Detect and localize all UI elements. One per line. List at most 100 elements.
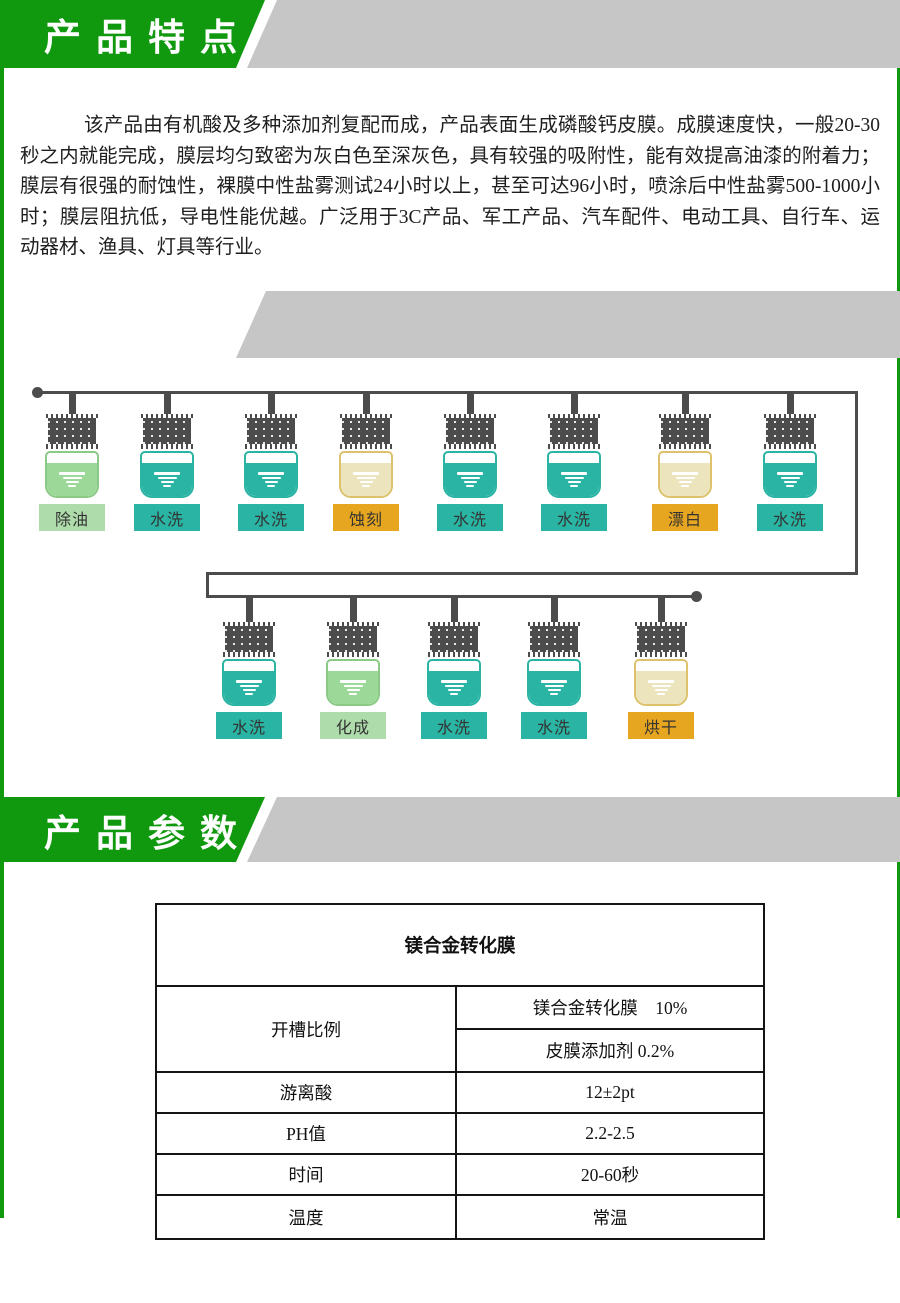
basket-fringe: [428, 652, 480, 657]
tank: [443, 451, 497, 498]
hanger-bar: [450, 595, 458, 622]
station-rinse: 水洗: [430, 391, 510, 531]
tank: [658, 451, 712, 498]
section-title-features: 产品特点: [44, 17, 252, 58]
mesh-basket-icon: [342, 418, 390, 444]
tank-liquid: [47, 463, 97, 496]
hanger-bar: [245, 595, 253, 622]
basket-fringe: [444, 444, 496, 449]
spec-label-free-acid: 游离酸: [155, 1071, 457, 1114]
station-bleach: 漂白: [645, 391, 725, 531]
process-row-2: 水洗 化成 水洗 水洗 烘干: [0, 595, 900, 743]
tank: [339, 451, 393, 498]
station-etch: 蚀刻: [326, 391, 406, 531]
station-rinse: 水洗: [414, 595, 494, 739]
tank-liquid: [765, 463, 815, 496]
mesh-basket-icon: [247, 418, 295, 444]
tank-liquid: [549, 463, 599, 496]
tank-label: 蚀刻: [333, 504, 399, 531]
basket-fringe: [141, 414, 193, 418]
banner-product-features: 产品特点: [0, 0, 900, 68]
station-rinse: 水洗: [534, 391, 614, 531]
tank: [527, 659, 581, 706]
right-accent-stripe: [897, 0, 900, 1218]
tank-label: 水洗: [521, 712, 587, 739]
flow-down-connector-right: [855, 391, 858, 575]
basket-fringe: [764, 444, 816, 449]
spec-label-ph: PH值: [155, 1112, 457, 1155]
tank-label: 除油: [39, 504, 105, 531]
basket-fringe: [444, 414, 496, 418]
station-rinse: 水洗: [127, 391, 207, 531]
tank: [45, 451, 99, 498]
spec-value-ph: 2.2-2.5: [455, 1112, 765, 1155]
basket-fringe: [223, 652, 275, 657]
hanger-bar: [349, 595, 357, 622]
hanger-bar: [550, 595, 558, 622]
hanger-bar: [786, 391, 794, 414]
basket-fringe: [245, 444, 297, 449]
hanger-bar: [68, 391, 76, 414]
basket-fringe: [635, 652, 687, 657]
mesh-basket-icon: [143, 418, 191, 444]
basket-fringe: [528, 652, 580, 657]
spec-value-film-additive: 皮膜添加剂 0.2%: [455, 1028, 765, 1073]
spec-value-conversion-film: 镁合金转化膜 10%: [455, 985, 765, 1030]
tank: [326, 659, 380, 706]
tank: [634, 659, 688, 706]
tank: [427, 659, 481, 706]
tank-liquid: [529, 671, 579, 704]
basket-fringe: [223, 622, 275, 626]
banner-green-ribbon: 产品特点: [0, 0, 265, 68]
tank-label: 水洗: [437, 504, 503, 531]
flow-down-connector-left: [206, 572, 209, 598]
station-conversion: 化成: [313, 595, 393, 739]
station-rinse: 水洗: [209, 595, 289, 739]
tank-liquid: [328, 671, 378, 704]
banner-green-ribbon: 产品参数: [0, 797, 265, 862]
flow-bus-line-1: [36, 391, 858, 394]
tank-liquid: [142, 463, 192, 496]
tank-label: 烘干: [628, 712, 694, 739]
tank: [547, 451, 601, 498]
basket-fringe: [141, 444, 193, 449]
hanger-bar: [466, 391, 474, 414]
station-degrease: 除油: [32, 391, 112, 531]
basket-fringe: [327, 622, 379, 626]
mesh-basket-icon: [225, 626, 273, 652]
tank-liquid: [660, 463, 710, 496]
mesh-basket-icon: [329, 626, 377, 652]
hanger-bar: [267, 391, 275, 414]
basket-fringe: [340, 444, 392, 449]
spec-label-tank-ratio: 开槽比例: [155, 985, 457, 1073]
tank-liquid: [636, 671, 686, 704]
basket-fringe: [548, 414, 600, 418]
tank: [222, 659, 276, 706]
tank-label: 化成: [320, 712, 386, 739]
tank: [140, 451, 194, 498]
mesh-basket-icon: [550, 418, 598, 444]
spec-table-title: 镁合金转化膜: [155, 903, 765, 987]
hanger-bar: [657, 595, 665, 622]
basket-fringe: [764, 414, 816, 418]
hanger-bar: [570, 391, 578, 414]
mesh-basket-icon: [430, 626, 478, 652]
tank-liquid: [445, 463, 495, 496]
spec-label-time: 时间: [155, 1153, 457, 1196]
left-accent-stripe: [0, 0, 4, 1218]
tank-label: 漂白: [652, 504, 718, 531]
basket-fringe: [528, 622, 580, 626]
spec-label-temperature: 温度: [155, 1194, 457, 1240]
tank-label: 水洗: [421, 712, 487, 739]
station-rinse: 水洗: [514, 595, 594, 739]
tank-liquid: [341, 463, 391, 496]
mesh-basket-icon: [637, 626, 685, 652]
basket-fringe: [635, 622, 687, 626]
tank-liquid: [429, 671, 479, 704]
station-rinse: 水洗: [750, 391, 830, 531]
tank: [763, 451, 817, 498]
tank-label: 水洗: [757, 504, 823, 531]
hanger-bar: [681, 391, 689, 414]
section-title-parameters: 产品参数: [44, 812, 252, 854]
tank-label: 水洗: [134, 504, 200, 531]
